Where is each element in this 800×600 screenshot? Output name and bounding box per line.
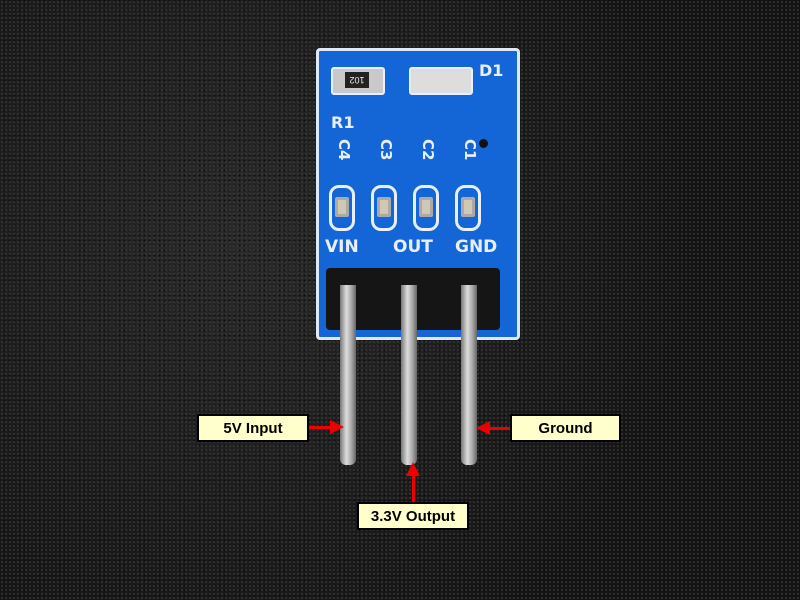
capacitor (461, 197, 475, 217)
resistor-label: R1 (331, 113, 355, 132)
pin-label-vin: VIN (325, 237, 359, 257)
arrow-input-head (330, 420, 344, 434)
cap-label-c2: C2 (419, 139, 437, 161)
cap-label-c3: C3 (377, 139, 395, 161)
diode-label: D1 (479, 61, 504, 80)
regulator-board: 102 D1 R1 C4 C3 C2 C1 VIN OUT GND (316, 48, 520, 340)
cap-label-c1: C1 (461, 139, 479, 161)
pin-out (401, 285, 417, 465)
cap-outline (371, 185, 397, 231)
cap-label-c4: C4 (335, 139, 353, 161)
arrow-output-head (406, 462, 420, 476)
arrow-ground (490, 427, 510, 430)
cap-outline (329, 185, 355, 231)
pin-gnd (461, 285, 477, 465)
pin-vin (340, 285, 356, 465)
capacitor (377, 197, 391, 217)
label-3v3-output: 3.3V Output (357, 502, 469, 530)
resistor-marking: 102 (345, 72, 369, 88)
capacitor (419, 197, 433, 217)
via-hole (479, 139, 488, 148)
label-ground: Ground (510, 414, 621, 442)
cap-outline (413, 185, 439, 231)
pin-label-out: OUT (393, 237, 433, 257)
diode-d1 (409, 67, 473, 95)
cap-outline (455, 185, 481, 231)
arrow-input (309, 426, 331, 429)
resistor-r1: 102 (331, 67, 385, 95)
arrow-output (412, 476, 415, 502)
pin-label-gnd: GND (455, 237, 498, 257)
arrow-ground-head (476, 421, 490, 435)
capacitor (335, 197, 349, 217)
label-5v-input: 5V Input (197, 414, 309, 442)
